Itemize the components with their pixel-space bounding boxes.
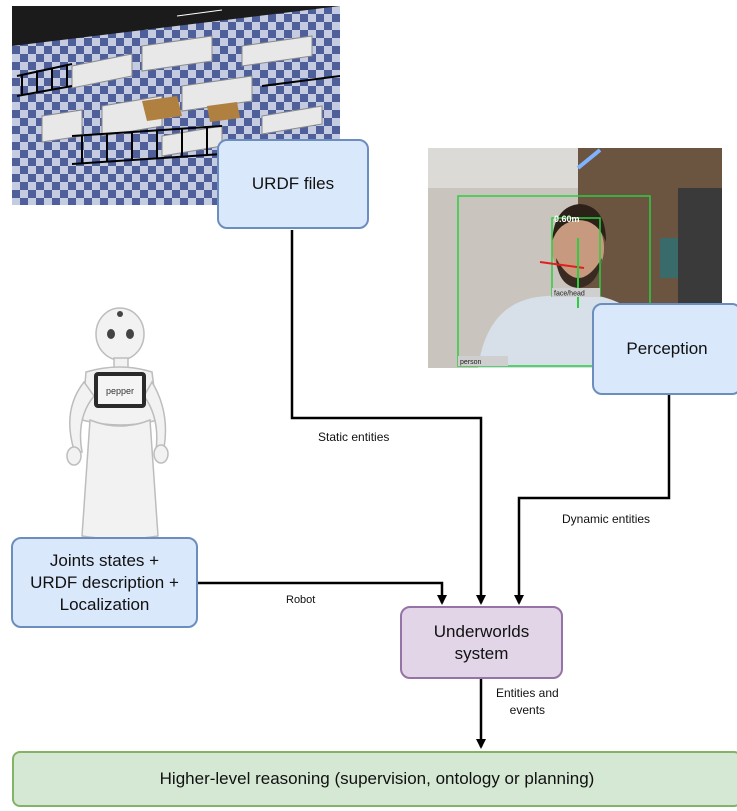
dynamic-entities-label: Dynamic entities (562, 512, 651, 526)
underworlds-system-node: Underworlds system (400, 606, 563, 679)
pepper-robot-image: pepper (66, 307, 169, 540)
higher-level-reasoning-node: Higher-level reasoning (supervision, ont… (12, 751, 737, 807)
urdf-files-node: URDF files (217, 139, 369, 229)
camera-person-label: person (460, 359, 482, 366)
arrow-robot (197, 581, 447, 605)
entities-events-label: Entities and events (496, 685, 559, 719)
reasoning-label: Higher-level reasoning (supervision, ont… (159, 769, 595, 788)
joints-states-node: Joints states + URDF description + Local… (11, 537, 198, 628)
entities-events-line-2: events (509, 703, 546, 717)
static-entities-label: Static entities (318, 430, 390, 444)
underworlds-label-line-2: system (454, 643, 509, 663)
joints-label-line-1: Joints states + (49, 550, 160, 570)
camera-face-label: face/head (554, 291, 585, 298)
tablet-text: pepper (106, 386, 134, 396)
urdf-files-label: URDF files (251, 174, 335, 193)
joints-label-line-2: URDF description + (30, 572, 179, 592)
arrow-static-entities (290, 230, 486, 605)
underworlds-label-line-1: Underworlds (433, 621, 530, 641)
entities-events-line-1: Entities and (496, 686, 559, 700)
joints-label-line-3: Localization (59, 594, 150, 614)
robot-edge-label: Robot (286, 594, 316, 606)
camera-distance-label: 0.60m (554, 214, 580, 224)
arrow-dynamic-entities (514, 395, 671, 605)
perception-label: Perception (626, 339, 708, 358)
perception-node: Perception (592, 303, 737, 395)
